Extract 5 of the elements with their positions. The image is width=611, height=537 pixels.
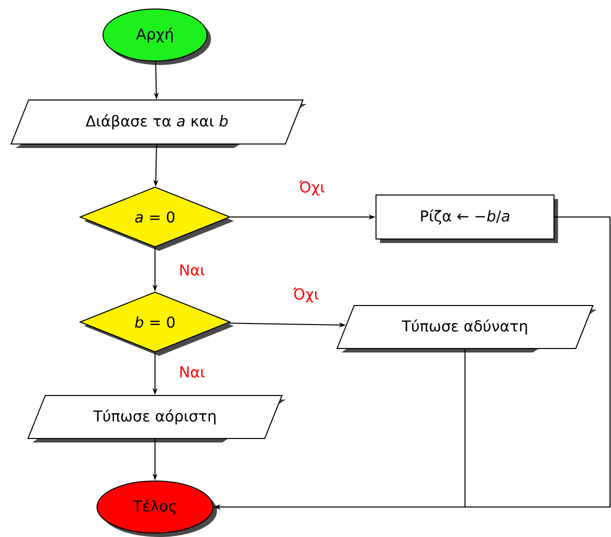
edge-label: Ναι: [180, 366, 205, 378]
process-box: Ρίζα ← −b/a: [376, 194, 558, 243]
edge-label: Ναι: [180, 264, 205, 276]
edge-label: Όχι: [298, 180, 324, 196]
edge-label: Όχι: [292, 287, 318, 303]
